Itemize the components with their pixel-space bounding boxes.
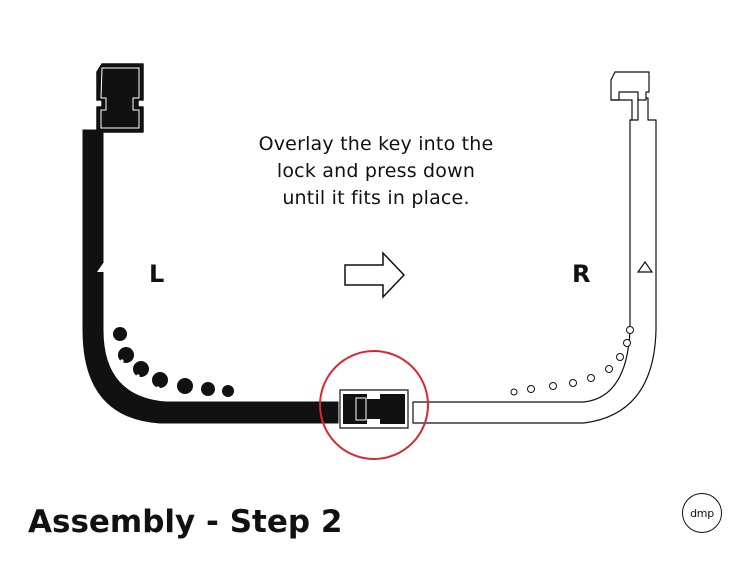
instruction-line: until it fits in place. [282, 187, 470, 209]
right-side-label: R [572, 260, 591, 288]
right-strap-end [610, 71, 650, 121]
instruction-text: Overlay the key into the lock and press … [226, 131, 526, 212]
key-lock-connector [339, 389, 409, 429]
brand-logo: dmp [682, 493, 722, 533]
arrow-right-icon [344, 251, 406, 299]
left-strap-holes [110, 339, 218, 399]
instruction-line: Overlay the key into the [258, 133, 494, 155]
left-strap-body [82, 129, 339, 424]
triangle-up-icon [97, 262, 111, 272]
left-strap-end [96, 63, 144, 133]
right-strap [412, 71, 657, 424]
right-strap-body [412, 97, 657, 424]
page-title: Assembly - Step 2 [28, 504, 343, 540]
left-strap-bumps [113, 327, 234, 397]
left-side-label: L [149, 260, 165, 288]
triangle-up-icon [636, 260, 654, 273]
left-strap [82, 63, 339, 424]
highlight-circle-icon [319, 350, 429, 460]
brand-logo-text: dmp [690, 506, 714, 520]
right-strap-bumps [510, 326, 634, 396]
instruction-line: lock and press down [276, 160, 476, 182]
